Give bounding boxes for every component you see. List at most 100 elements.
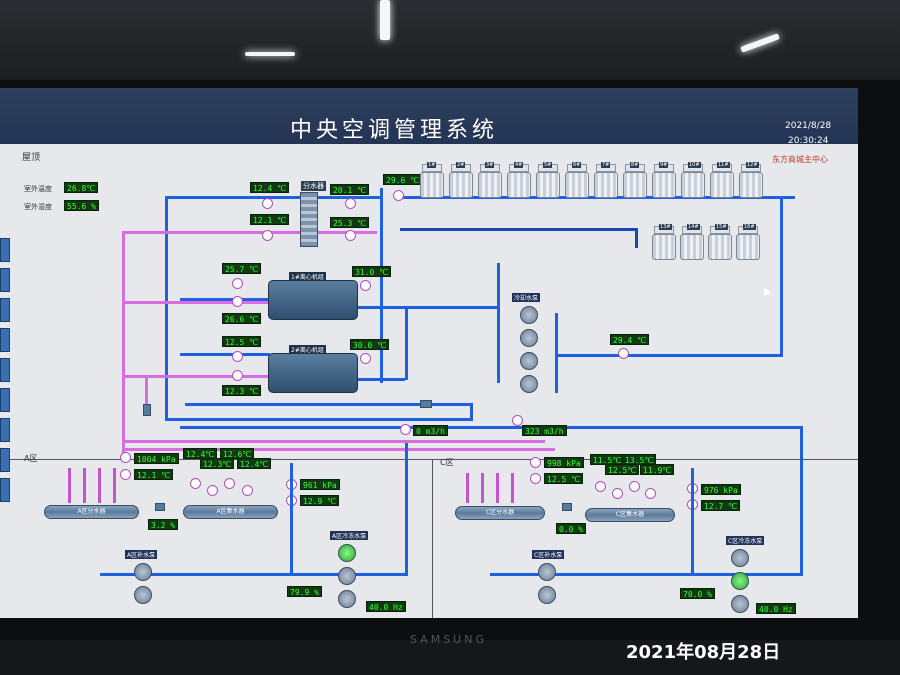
- pipe: [691, 468, 694, 576]
- sidebar-nav-button[interactable]: [0, 478, 10, 502]
- zone-c-bypass-valve: 0.0 %: [556, 523, 587, 534]
- chiller-1[interactable]: 1#离心机组: [268, 272, 358, 320]
- sidebar-nav-button[interactable]: [0, 268, 10, 292]
- riser-pipe: [511, 473, 514, 503]
- zone-c-makeup-pump[interactable]: [538, 586, 556, 604]
- temp-sensor: [393, 190, 404, 201]
- cooling-tower[interactable]: 3#: [478, 162, 502, 198]
- valve-icon[interactable]: [155, 503, 165, 511]
- temp-sensor: [232, 278, 243, 289]
- scada-screen: 中央空调管理系统 2021/8/28 20:30:24 东方商城主中心 屋顶 室…: [0, 88, 858, 618]
- zone-c-chw-pump[interactable]: [731, 549, 749, 567]
- flow-sensor: [512, 415, 523, 426]
- valve-icon[interactable]: [143, 404, 151, 416]
- cooling-pump[interactable]: [520, 352, 538, 370]
- cooling-tower[interactable]: 16#: [736, 224, 760, 260]
- riser-pipe: [83, 468, 86, 503]
- zone-a-chw-pump-running[interactable]: [338, 544, 356, 562]
- cooling-tower-label: 5#: [543, 162, 553, 168]
- zone-a-branch-temp-4: 12.4℃: [237, 458, 272, 469]
- cooling-tower[interactable]: 7#: [594, 162, 618, 198]
- zone-a-chw-pump[interactable]: [338, 567, 356, 585]
- valve-icon[interactable]: [562, 503, 572, 511]
- zone-a-branch-temp-2: 12.3℃: [200, 458, 235, 469]
- temp-sensor: [345, 198, 356, 209]
- section-divider: [432, 459, 433, 618]
- zone-a-pressure: 1004 kPa: [134, 453, 179, 464]
- cooling-tower-label: 10#: [688, 162, 701, 168]
- cooling-tower-label: 15#: [715, 224, 728, 230]
- zone-a-chw-pump[interactable]: [338, 590, 356, 608]
- riser-pipe: [68, 468, 71, 503]
- cooling-pump[interactable]: [520, 329, 538, 347]
- temp-sensor: [224, 478, 235, 489]
- cooling-tower-label: 4#: [514, 162, 524, 168]
- cooling-tower-label: 6#: [572, 162, 582, 168]
- pipe: [145, 375, 148, 415]
- pipe: [635, 228, 638, 248]
- cooling-tower[interactable]: 15#: [708, 224, 732, 260]
- outdoor-temp-value: 26.8℃: [64, 182, 99, 193]
- sidebar-nav-button[interactable]: [0, 448, 10, 472]
- zone-a-title: A区: [24, 454, 38, 463]
- cooling-tower[interactable]: 4#: [507, 162, 531, 198]
- pipe: [350, 306, 500, 309]
- valve-icon[interactable]: [420, 400, 432, 408]
- zone-c-chw-pump-running[interactable]: [731, 572, 749, 590]
- zone-a-makeup-pump[interactable]: [134, 563, 152, 581]
- sidebar-nav-button[interactable]: [0, 238, 10, 262]
- chiller-2-chw-temp: 12.3 ℃: [222, 385, 262, 396]
- roof-label: 屋顶: [22, 153, 41, 163]
- temp-sensor: [207, 485, 218, 496]
- cooling-tower[interactable]: 9#: [652, 162, 676, 198]
- zone-a-return-temp: 12.9 ℃: [300, 495, 340, 506]
- temp-sensor: [612, 488, 623, 499]
- pipe: [165, 418, 470, 421]
- cooling-pump[interactable]: [520, 375, 538, 393]
- zone-a-bypass-valve: 3.2 %: [148, 519, 179, 530]
- cooling-tower[interactable]: 12#: [739, 162, 763, 198]
- pipe: [185, 403, 470, 406]
- cooling-tower[interactable]: 11#: [710, 162, 734, 198]
- sidebar-nav-button[interactable]: [0, 358, 10, 382]
- cooling-tower[interactable]: 5#: [536, 162, 560, 198]
- temp-sensor: [360, 280, 371, 291]
- pressure-sensor: [530, 457, 541, 468]
- cooling-tower[interactable]: 13#: [652, 224, 676, 260]
- sidebar-nav-button[interactable]: [0, 388, 10, 412]
- tower-outlet-temp: 29.6 ℃: [383, 174, 423, 185]
- manifold-label: 分水器: [301, 181, 326, 191]
- photo-date-stamp: 2021年08月28日: [626, 642, 781, 663]
- outdoor-humidity-label: 室外湿度: [24, 203, 52, 211]
- chiller-2[interactable]: 2#离心机组: [268, 345, 358, 393]
- temp-sensor: [232, 370, 243, 381]
- pipe: [125, 440, 545, 443]
- zone-c-chw-pump[interactable]: [731, 595, 749, 613]
- system-title: 中央空调管理系统: [290, 118, 499, 143]
- sidebar-nav-button[interactable]: [0, 298, 10, 322]
- cooling-tower[interactable]: 6#: [565, 162, 589, 198]
- ceiling-lamp: [740, 33, 780, 53]
- cooling-tower[interactable]: 10#: [681, 162, 705, 198]
- pipe: [400, 228, 635, 231]
- cooling-tower[interactable]: 14#: [680, 224, 704, 260]
- temp-sensor: [345, 230, 356, 241]
- cooling-tower[interactable]: 2#: [449, 162, 473, 198]
- zone-c-pump-valve: 70.0 %: [680, 588, 715, 599]
- sidebar-nav-button[interactable]: [0, 328, 10, 352]
- zone-c-makeup-pump[interactable]: [538, 563, 556, 581]
- sidebar-nav-button[interactable]: [0, 418, 10, 442]
- chiller-2-label: 2#离心机组: [289, 345, 326, 354]
- temp-sensor: [262, 230, 273, 241]
- zone-a-makeup-pump[interactable]: [134, 586, 152, 604]
- riser-pipe: [496, 473, 499, 503]
- zone-c-branch-temp-4: 11.9℃: [640, 464, 675, 475]
- cooling-return-temp: 29.4 ℃: [610, 334, 650, 345]
- cooling-pump[interactable]: [520, 306, 538, 324]
- cooling-tower[interactable]: 1#: [420, 162, 444, 198]
- ceiling-lamp: [245, 52, 295, 56]
- supply-temp-1: 12.4 ℃: [250, 182, 290, 193]
- pipe: [405, 308, 408, 380]
- cooling-tower-label: 13#: [659, 224, 672, 230]
- cooling-tower[interactable]: 8#: [623, 162, 647, 198]
